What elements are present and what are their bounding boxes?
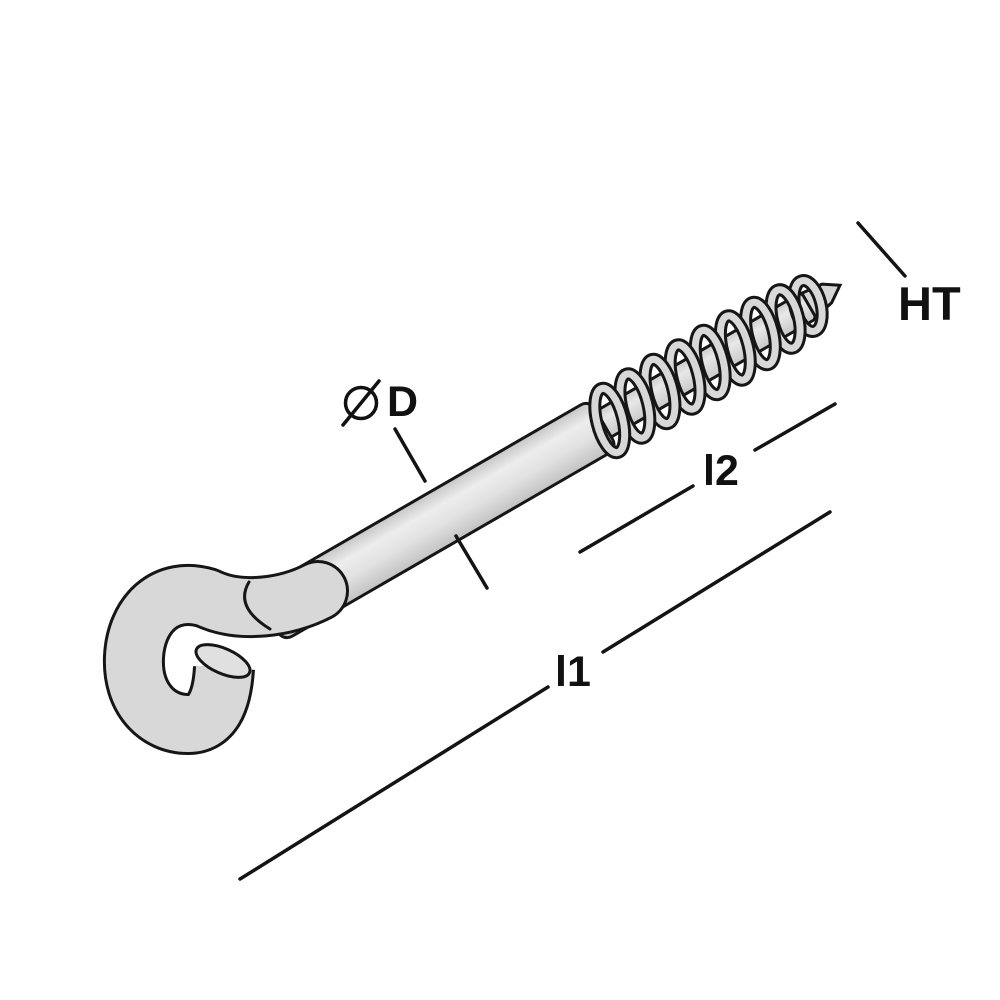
- dimension-line-l2-right: [753, 402, 837, 452]
- dimension-line-l1-right: [601, 510, 832, 654]
- leader-line-diameter-lower: [454, 534, 489, 590]
- screw-thread: [588, 274, 829, 460]
- hook-eye: [102, 560, 349, 755]
- hook-end-face: [194, 643, 252, 679]
- leader-line-ht: [856, 221, 907, 278]
- diameter-symbol-icon: [341, 379, 381, 427]
- dimension-line-l2-left: [578, 484, 695, 554]
- hook-shank-seam: [243, 580, 272, 631]
- screw-body: [257, 274, 843, 640]
- label-l2: l2: [703, 447, 739, 495]
- label-l1: l1: [555, 648, 591, 696]
- dimension-annotations: HT D l2 l1: [238, 221, 961, 881]
- leader-line-diameter-upper: [393, 427, 427, 483]
- label-ht: HT: [898, 277, 961, 330]
- dimension-line-l1-left: [238, 685, 550, 881]
- label-diameter: D: [387, 378, 418, 426]
